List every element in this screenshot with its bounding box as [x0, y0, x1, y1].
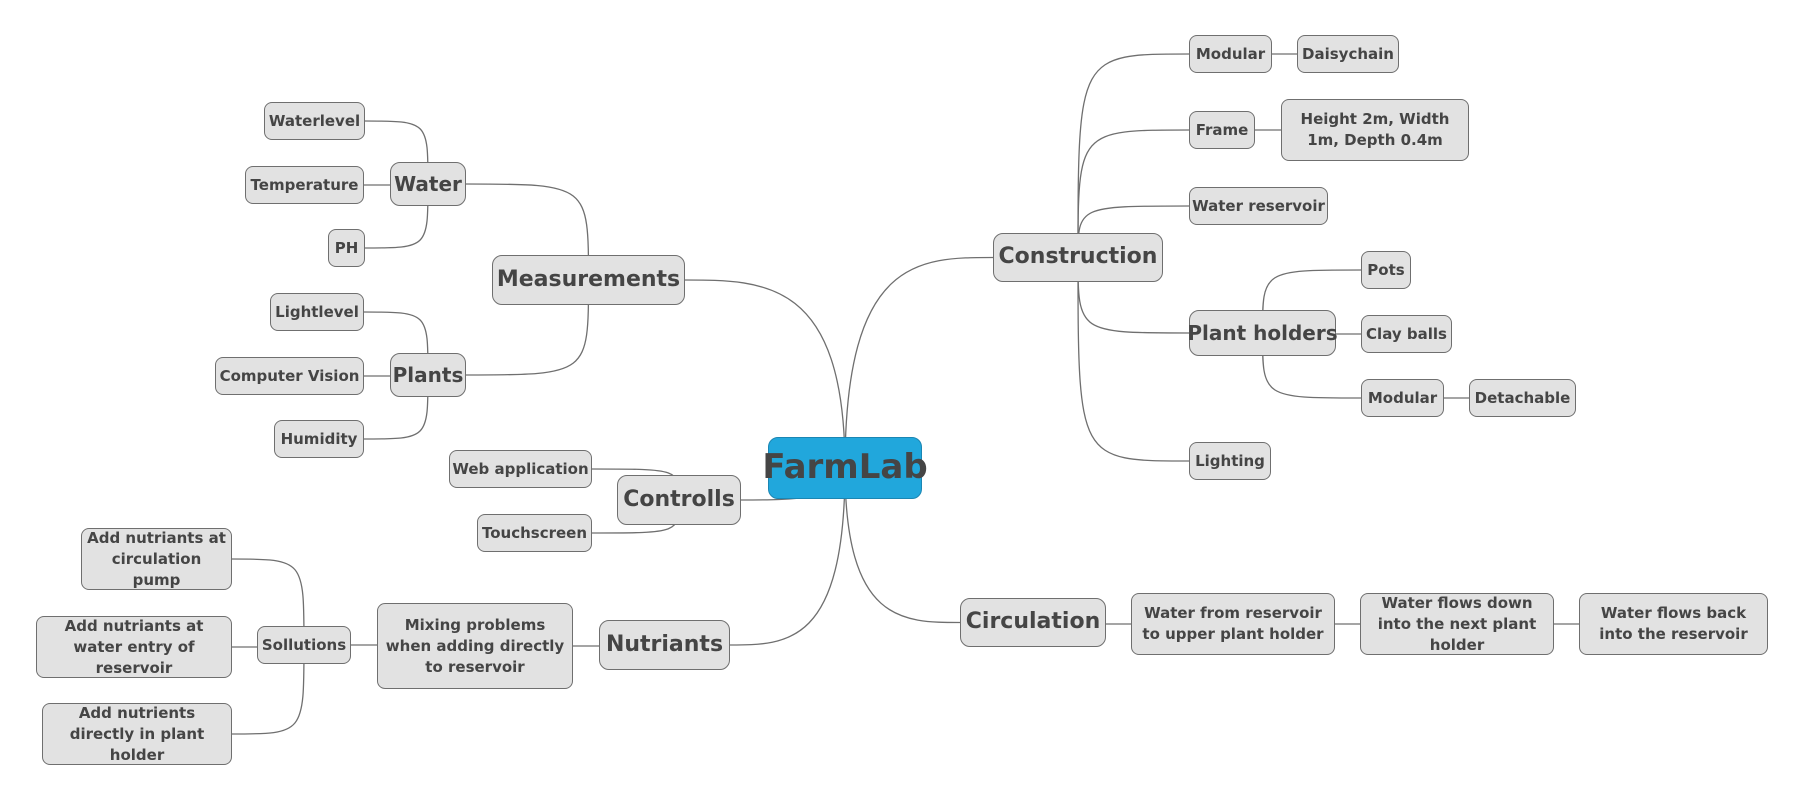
node-lightlevel[interactable]: Lightlevel — [270, 293, 364, 331]
node-water-from-reservoir[interactable]: Water from reservoir to upper plant hold… — [1131, 593, 1335, 655]
node-water[interactable]: Water — [390, 162, 466, 206]
node-computer-vision[interactable]: Computer Vision — [215, 357, 364, 395]
node-add-at-circulation-pump[interactable]: Add nutriants at circulation pump — [81, 528, 232, 590]
node-temperature[interactable]: Temperature — [245, 166, 364, 204]
link-construction — [844, 256, 994, 469]
link-lighting — [1077, 257, 1190, 462]
node-water-flows-down[interactable]: Water flows down into the next plant hol… — [1360, 593, 1554, 655]
node-measurements[interactable]: Measurements — [492, 255, 685, 305]
node-water-flows-back[interactable]: Water flows back into the reservoir — [1579, 593, 1768, 655]
node-clay-balls[interactable]: Clay balls — [1361, 315, 1452, 353]
node-waterlevel[interactable]: Waterlevel — [264, 102, 365, 140]
node-frame-dimensions[interactable]: Height 2m, Width 1m, Depth 0.4m — [1281, 99, 1469, 161]
node-pots[interactable]: Pots — [1361, 251, 1411, 289]
link-water — [465, 183, 590, 281]
node-web-application[interactable]: Web application — [449, 450, 592, 488]
node-plants[interactable]: Plants — [390, 353, 466, 397]
node-daisychain[interactable]: Daisychain — [1297, 35, 1399, 73]
node-mixing-problems[interactable]: Mixing problems when adding directly to … — [377, 603, 573, 689]
node-add-at-water-entry[interactable]: Add nutriants at water entry of reservoi… — [36, 616, 232, 678]
node-detachable[interactable]: Detachable — [1469, 379, 1576, 417]
node-construction[interactable]: Construction — [993, 233, 1163, 282]
node-ph[interactable]: PH — [328, 229, 365, 267]
node-farmlab[interactable]: FarmLab — [762, 437, 928, 499]
node-modular[interactable]: Modular — [1189, 35, 1272, 73]
link-frame — [1077, 129, 1190, 258]
node-nutriants[interactable]: Nutriants — [599, 620, 730, 670]
link-modular — [1077, 53, 1190, 258]
node-add-directly-in-holder[interactable]: Add nutrients directly in plant holder — [42, 703, 232, 765]
link-nutriants — [729, 467, 846, 646]
node-circulation[interactable]: Circulation — [960, 598, 1106, 647]
link-circulation — [844, 467, 961, 624]
node-touchscreen[interactable]: Touchscreen — [477, 514, 592, 552]
node-controlls[interactable]: Controlls — [617, 475, 741, 525]
link-add-directly-in-holder — [231, 644, 305, 735]
link-measurements — [684, 279, 846, 469]
node-lighting[interactable]: Lighting — [1189, 442, 1271, 480]
node-plant-holders[interactable]: Plant holders — [1187, 310, 1338, 356]
node-water-reservoir[interactable]: Water reservoir — [1189, 187, 1328, 225]
node-humidity[interactable]: Humidity — [274, 420, 364, 458]
link-plants — [465, 279, 590, 376]
node-frame[interactable]: Frame — [1189, 111, 1255, 149]
link-add-at-circulation-pump — [231, 558, 305, 646]
node-plant-holders-modular[interactable]: Modular — [1361, 379, 1444, 417]
node-sollutions[interactable]: Sollutions — [257, 626, 351, 664]
